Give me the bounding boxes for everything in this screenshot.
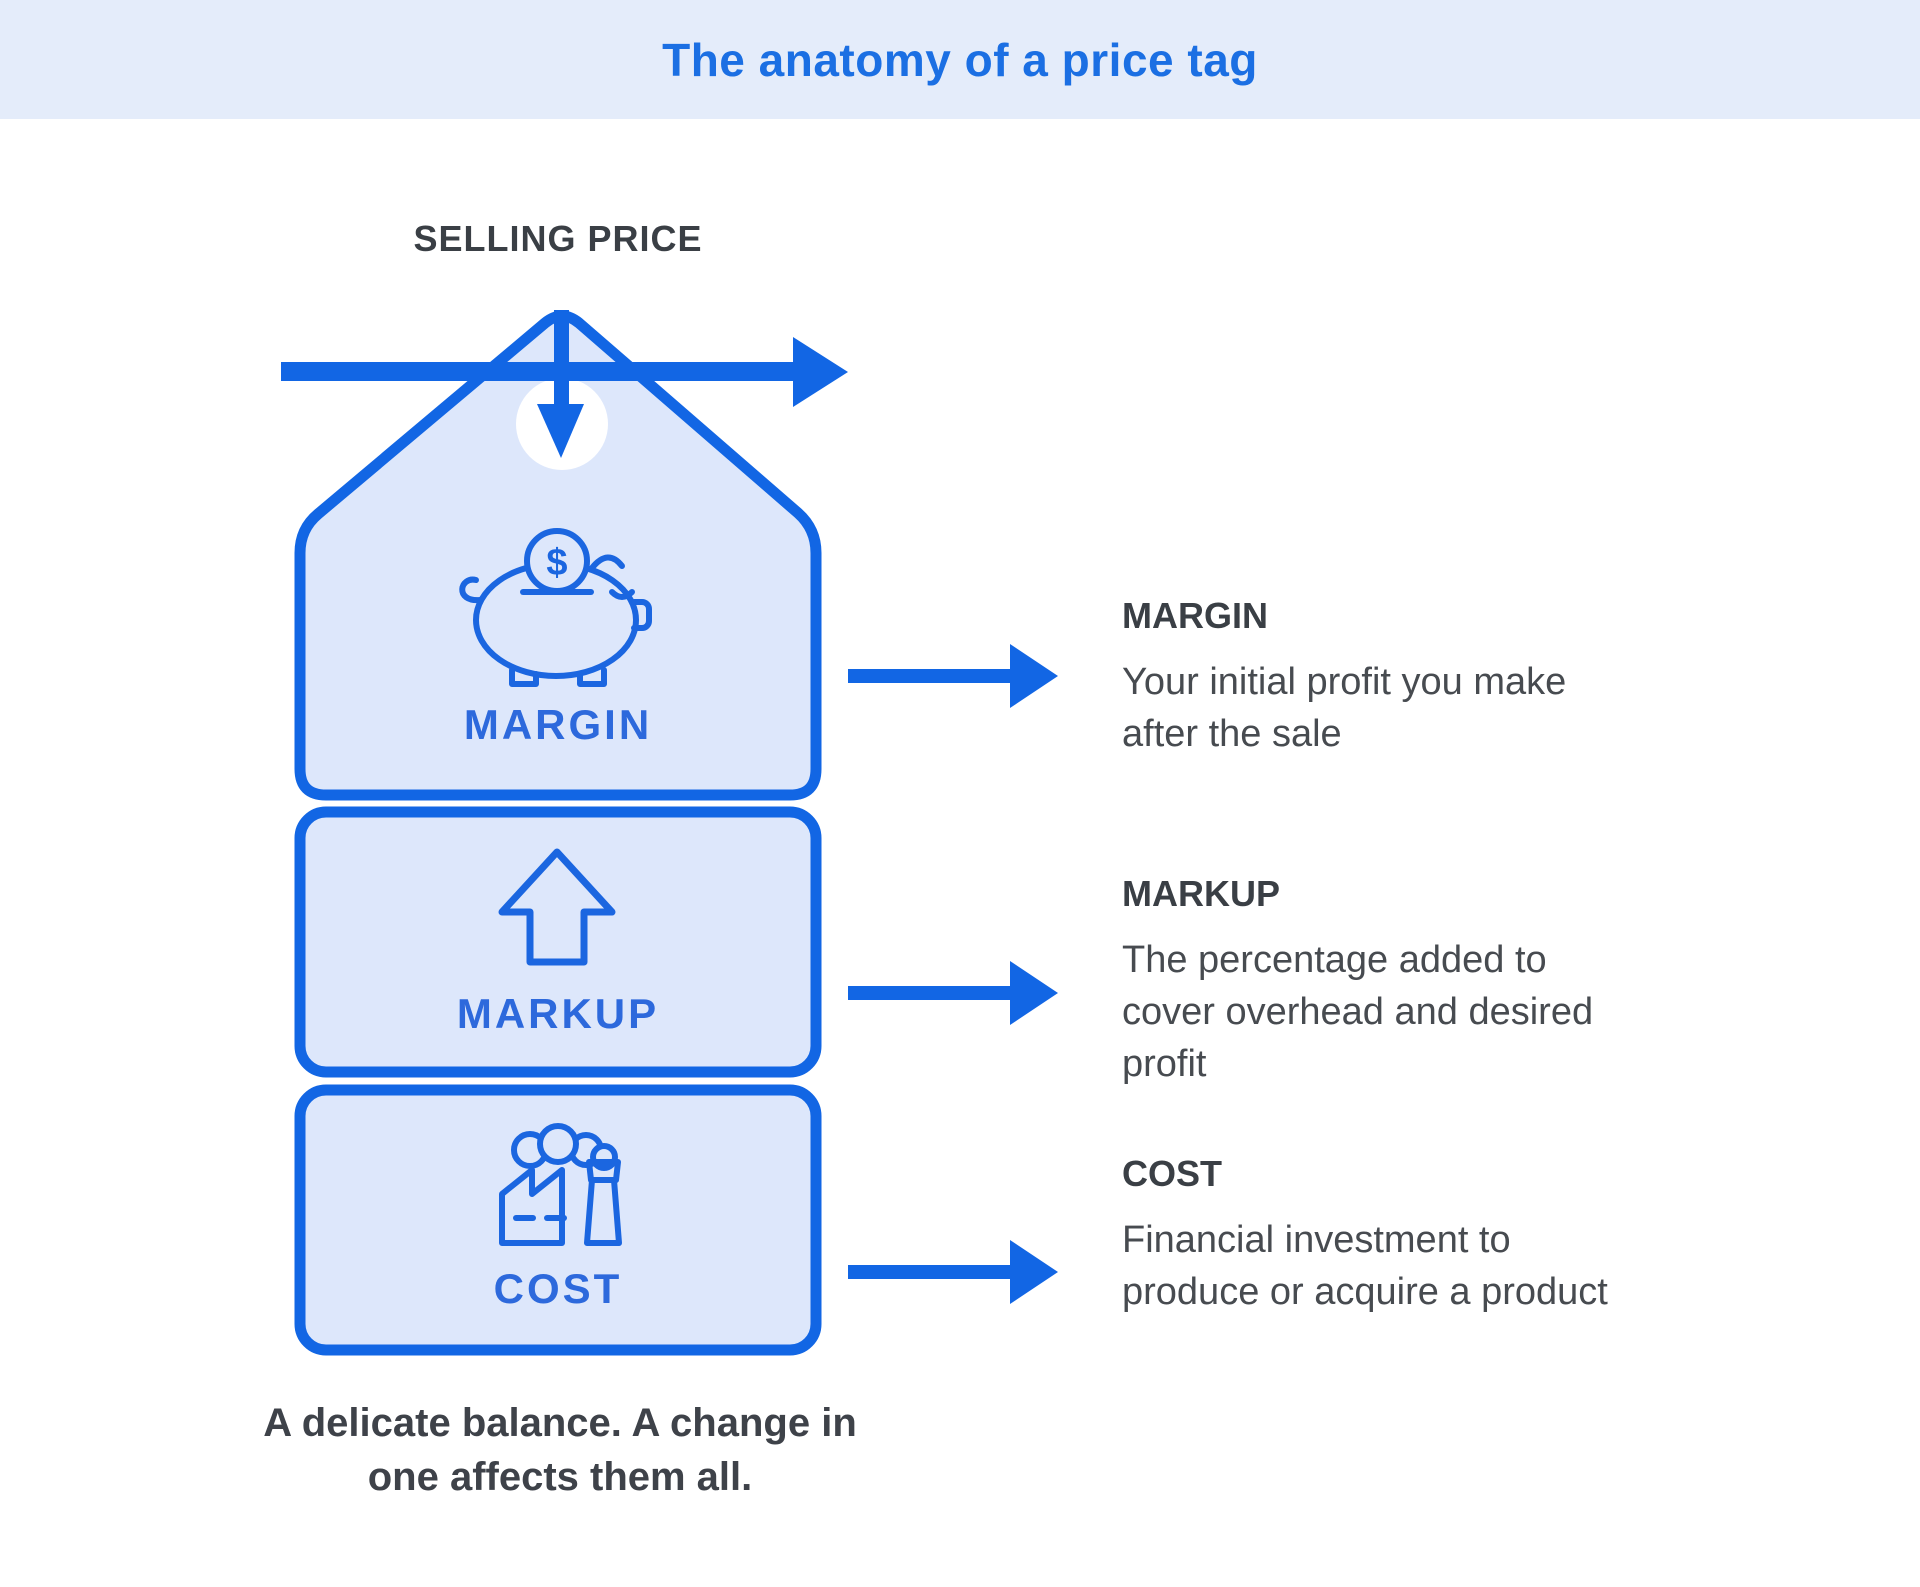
dollar-sign: $: [546, 542, 567, 584]
definition-line: produce or acquire a product: [1122, 1271, 1608, 1313]
definition-line: after the sale: [1122, 713, 1342, 755]
tag-section-markup: [294, 806, 822, 1078]
tag-label-markup: MARKUP: [457, 990, 659, 1037]
up-arrow-icon: [498, 848, 616, 966]
definition-line: Financial investment to: [1122, 1219, 1511, 1261]
definition-markup-description: The percentage added to cover overhead a…: [1122, 934, 1712, 1090]
definition-margin-term: MARGIN: [1122, 595, 1268, 636]
definition-markup: MARKUP The percentage added to cover ove…: [1122, 872, 1712, 1090]
piggy-bank-icon: $: [459, 528, 652, 687]
tag-label-margin: MARGIN: [464, 701, 652, 748]
page-title: The anatomy of a price tag: [662, 33, 1258, 86]
definition-cost: COST Financial investment to produce or …: [1122, 1152, 1712, 1318]
factory-icon: [499, 1123, 622, 1246]
definition-cost-term: COST: [1122, 1153, 1223, 1194]
caption-line: one affects them all.: [367, 1455, 753, 1499]
definition-line: profit: [1122, 1043, 1207, 1085]
definition-markup-term: MARKUP: [1122, 873, 1280, 914]
tag-label-cost: COST: [494, 1265, 623, 1312]
selling-price-down-arrow: [537, 310, 584, 458]
caption-line: A delicate balance. A change in: [263, 1401, 857, 1445]
definition-line: cover overhead and desired: [1122, 991, 1594, 1033]
header-band: The anatomy of a price tag: [0, 0, 1920, 119]
definition-line: The percentage added to: [1122, 939, 1547, 981]
markup-connector-arrow: [848, 961, 1058, 1025]
definition-line: Your initial profit you make: [1122, 661, 1567, 703]
caption: A delicate balance. A change in one affe…: [180, 1396, 940, 1504]
definition-margin: MARGIN Your initial profit you make afte…: [1122, 594, 1712, 760]
definition-cost-description: Financial investment to produce or acqui…: [1122, 1214, 1712, 1318]
selling-price-arrow: [281, 337, 848, 407]
definition-margin-description: Your initial profit you make after the s…: [1122, 656, 1712, 760]
cost-connector-arrow: [848, 1240, 1058, 1304]
margin-connector-arrow: [848, 644, 1058, 708]
selling-price-label: SELLING PRICE: [413, 218, 703, 259]
